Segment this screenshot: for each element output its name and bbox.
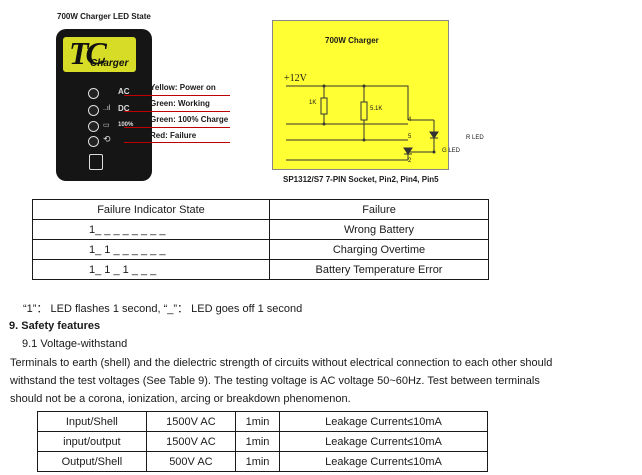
voltage-label: +12V [284,73,307,84]
led-label-100: 100% [118,122,134,128]
failure-indicator-table: Failure Indicator State Failure 1_ _ _ _… [32,199,489,280]
red-led-icon [429,131,439,139]
table-row: input/output 1500V AC 1min Leakage Curre… [37,431,489,452]
pin-2-label: 2 [408,158,412,164]
indicator-state-cell: 1_ 1 _ _ _ _ _ _ [32,239,270,260]
led-desc-power: Yellow: Power on [150,83,216,92]
tc-charger-logo: TC Charger [63,37,136,72]
duration-cell: 1min [235,451,280,472]
callout-line [124,127,230,128]
table-header-cell: Failure [269,199,489,220]
logo-letters: TC [69,37,107,71]
red-led-label: R LED [466,135,484,141]
led-state-title: 700W Charger LED State [57,12,151,21]
led-indicator-icon [88,136,99,147]
schematic-title: 700W Charger [325,36,379,45]
duration-cell: 1min [235,411,280,432]
green-led-label: G LED [442,148,461,154]
pin-5-label: 5 [408,134,412,140]
led-row-full: ▭ 100% [88,119,138,133]
failure-cell: Battery Temperature Error [269,259,489,280]
schematic-diagram [272,20,449,170]
pin-4-label: 4 [408,117,412,123]
table-row: Input/Shell 1500V AC 1min Leakage Curren… [37,411,489,432]
indicator-state-cell: 1_ 1 _ 1 _ _ _ [32,259,270,280]
resistor-5k1-label: 5.1K [370,106,383,112]
table-header-row: Failure Indicator State Failure [32,199,489,220]
led-label-ac: AC [118,87,130,96]
paragraph-line: Terminals to earth (shell) and the diele… [10,357,553,369]
signal-bars-icon: ..ıl [103,105,111,112]
battery-outline-icon [89,154,103,170]
battery-icon: ▭ [103,122,110,129]
paragraph-line: should not be a corona, ionization, arci… [10,393,351,405]
voltage-cell: 500V AC [145,451,237,472]
failure-cell: Charging Overtime [269,239,489,260]
terminal-cell: input/output [37,431,147,452]
leakage-cell: Leakage Current≤10mA [278,411,489,432]
schematic-caption: SP1312/S7 7-PIN Socket, Pin2, Pin4, Pin5 [283,175,439,184]
indicator-state-cell: 1_ _ _ _ _ _ _ _ [32,219,270,240]
paragraph-line: withstand the test voltages (See Table 9… [10,375,540,387]
table-header-cell: Failure Indicator State [32,199,270,220]
table-row: 1_ _ _ _ _ _ _ _ Wrong Battery [32,219,489,240]
voltage-cell: 1500V AC [145,411,237,432]
led-desc-charge: Green: 100% Charge [150,115,229,124]
led-label-dc: DC [118,104,130,113]
led-row-dc: ..ıl DC [88,103,138,117]
failure-cell: Wrong Battery [269,219,489,240]
led-desc-working: Green: Working [150,99,210,108]
voltage-withstand-table: Input/Shell 1500V AC 1min Leakage Curren… [37,411,489,472]
green-led-icon [403,147,413,155]
terminal-cell: Input/Shell [37,411,147,432]
led-row-ac: AC [88,86,138,100]
duration-cell: 1min [235,431,280,452]
table-row: 1_ 1 _ 1 _ _ _ Battery Temperature Error [32,259,489,280]
circuit-wiring [286,84,439,161]
leakage-cell: Leakage Current≤10mA [278,451,489,472]
section-subheading: 9.1 Voltage-withstand [22,338,128,350]
led-row-failure: ⟲ [88,134,138,148]
terminal-cell: Output/Shell [37,451,147,472]
failure-symbol-icon: ⟲ [103,134,111,144]
callout-line [124,142,230,143]
table-row: Output/Shell 500V AC 1min Leakage Curren… [37,451,489,472]
led-indicator-icon [88,121,99,132]
resistor-1k-label: 1K [309,100,317,106]
led-legend-note: “1”： LED flashes 1 second, “_”： LED goes… [23,303,303,315]
logo-subtitle: Charger [90,58,129,69]
table-row: 1_ 1 _ _ _ _ _ _ Charging Overtime [32,239,489,260]
callout-line [124,111,230,112]
section-heading: 9. Safety features [9,320,101,332]
led-indicator-icon [88,105,99,116]
voltage-cell: 1500V AC [145,431,237,452]
led-desc-failure: Red: Failure [150,131,197,140]
callout-line [124,95,230,96]
leakage-cell: Leakage Current≤10mA [278,431,489,452]
led-indicator-icon [88,88,99,99]
